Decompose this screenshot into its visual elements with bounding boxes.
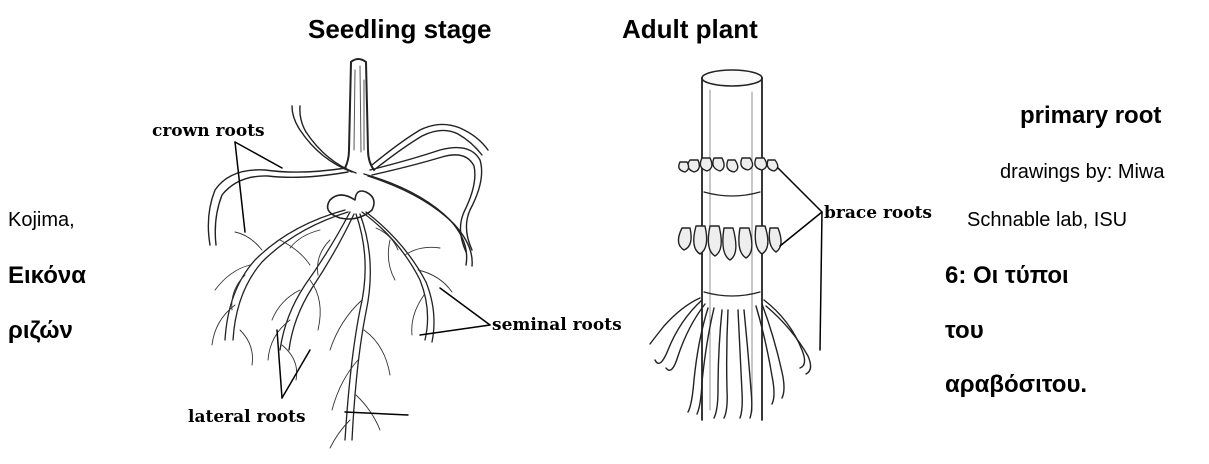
- seminal-roots: [225, 191, 434, 440]
- adult-plant-drawing: [650, 70, 822, 420]
- seedling-drawing: [208, 59, 490, 448]
- seminal-roots-label: seminal roots: [492, 315, 622, 335]
- seedling-leader-lines: [235, 142, 490, 415]
- brace-root-whorl-1: [679, 158, 778, 172]
- adult-leader-lines: [778, 168, 822, 350]
- crown-roots-label: crown roots: [152, 121, 265, 141]
- lateral-roots-label: lateral roots: [188, 407, 306, 427]
- brace-roots-label: brace roots: [824, 203, 932, 223]
- brace-root-whorl-2: [678, 226, 781, 260]
- brace-root-whorl-3: [650, 298, 811, 418]
- seedling-stem: [345, 59, 374, 170]
